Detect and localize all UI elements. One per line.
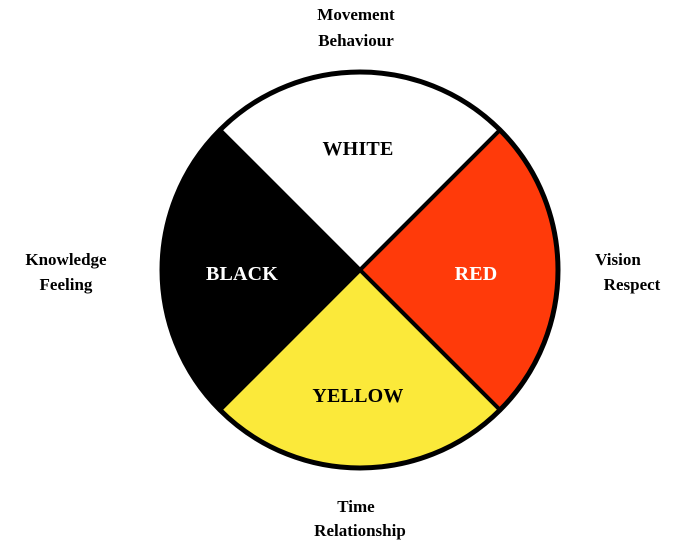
bottom-direction-line2: Relationship — [314, 521, 406, 540]
right-direction-line1: Vision — [595, 250, 641, 269]
bottom-direction-line1: Time — [337, 497, 375, 516]
wheel-outline — [159, 69, 561, 471]
top-direction-label: Movement Behaviour — [317, 5, 395, 50]
top-direction-line2: Behaviour — [318, 31, 394, 50]
yellow-label: YELLOW — [312, 385, 403, 407]
bottom-direction-label: Time Relationship — [314, 497, 406, 540]
red-label: RED — [455, 263, 498, 285]
right-direction-label: Vision Respect — [595, 250, 660, 294]
left-direction-line2: Feeling — [40, 275, 93, 294]
left-direction-label: Knowledge Feeling — [25, 250, 107, 294]
white-label: WHITE — [322, 138, 393, 160]
black-label: BLACK — [206, 263, 278, 285]
left-direction-line1: Knowledge — [25, 250, 107, 269]
top-direction-line1: Movement — [317, 5, 395, 24]
right-direction-line2: Respect — [604, 275, 661, 294]
